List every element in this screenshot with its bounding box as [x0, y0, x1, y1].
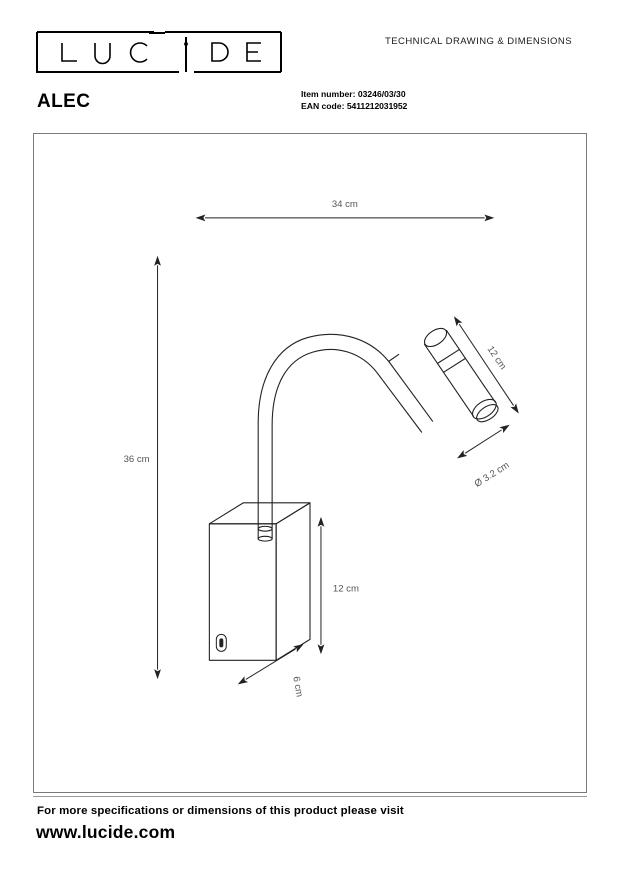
item-number-row: Item number: 03246/03/30 [301, 89, 406, 99]
item-number-label: Item number [301, 89, 353, 99]
dimension-overall-width: 34 cm [195, 199, 495, 222]
item-number-value: 03246/03/30 [357, 89, 406, 99]
document-footer: For more specifications or dimensions of… [0, 796, 620, 877]
footer-divider [33, 796, 587, 797]
gooseneck-arm [257, 333, 434, 542]
dimension-box-height: 12 cm [317, 516, 359, 655]
footer-tagline: For more specifications or dimensions of… [37, 805, 404, 817]
ean-code-label: EAN code [301, 101, 342, 112]
website-url[interactable]: www.lucide.com [36, 822, 176, 842]
dimension-box-depth: 6 cm [237, 644, 305, 698]
lucide-logo [36, 31, 282, 73]
dimension-overall-height: 36 cm [124, 255, 161, 680]
technical-drawing-frame: 34 cm 36 cm 12 cm Ø 3.2 cm 12 cm [33, 133, 587, 793]
dimension-label-head-diameter: Ø 3.2 cm [473, 460, 512, 490]
dimension-label-overall-width: 34 cm [332, 199, 358, 210]
ean-code-row: EAN code: 5411212031952 [301, 101, 408, 112]
product-codes: Item number: 03246/03/30 EAN code: 54112… [301, 88, 407, 113]
switch-button[interactable] [215, 633, 227, 652]
technical-drawing: 34 cm 36 cm 12 cm Ø 3.2 cm 12 cm [124, 199, 519, 698]
dimension-label-box-depth: 6 cm [290, 676, 304, 698]
dimension-head-diameter: Ø 3.2 cm [457, 424, 512, 490]
dimension-head-length: 12 cm [453, 316, 519, 414]
wall-box [208, 502, 311, 661]
page-title: ALEC [37, 91, 91, 112]
dimension-label-overall-height: 36 cm [124, 454, 150, 465]
ean-code-value: 5411212031952 [346, 101, 408, 112]
document-type-label: TECHNICAL DRAWING & DIMENSIONS [385, 36, 572, 47]
document-header: TECHNICAL DRAWING & DIMENSIONS ALEC Item… [0, 0, 620, 126]
dimension-label-box-height: 12 cm [333, 584, 359, 595]
